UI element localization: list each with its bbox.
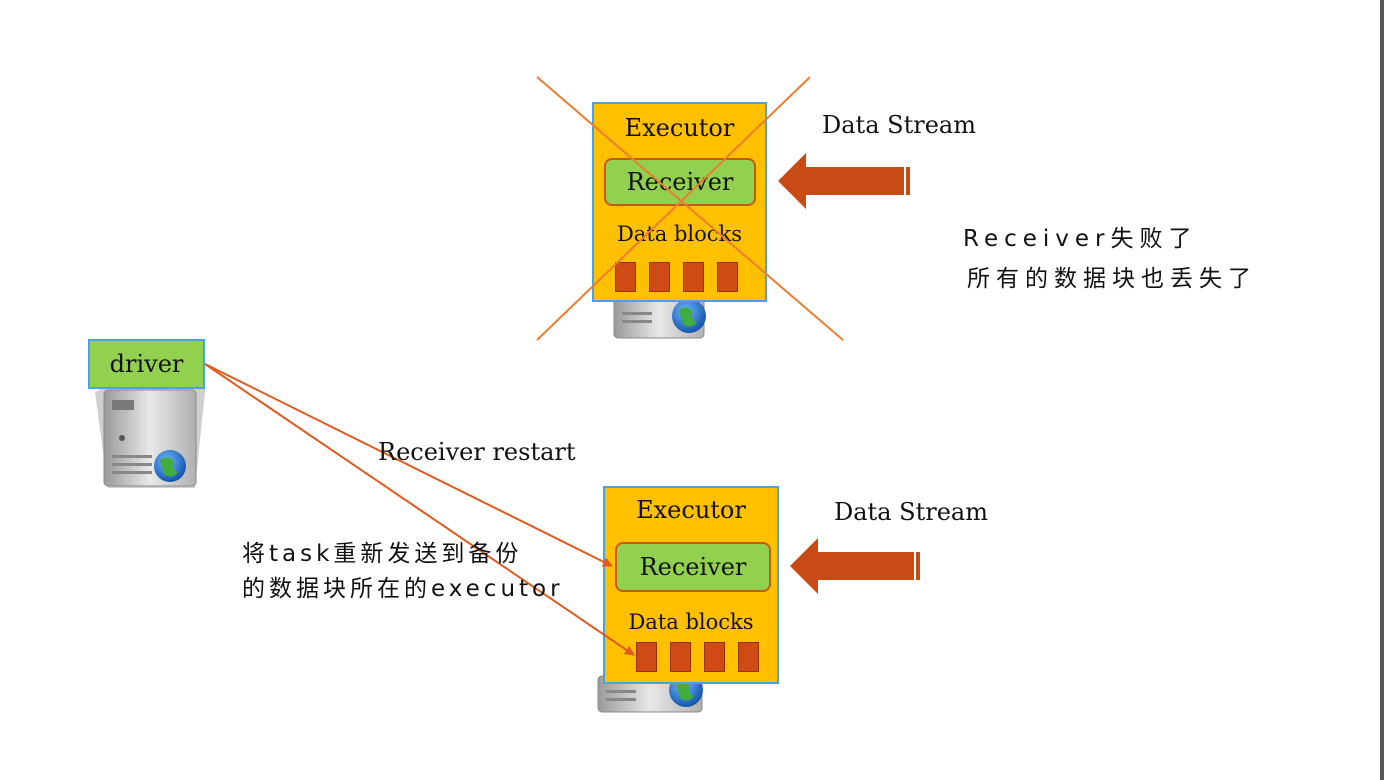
data-block: [683, 262, 704, 292]
bottom-executor-server-icon: [597, 673, 703, 713]
data-block: [649, 262, 670, 292]
restart-arrow: [204, 363, 613, 567]
data-block: [717, 262, 738, 292]
data-block: [636, 642, 657, 672]
data-block: [704, 642, 725, 672]
bottom-data-blocks-label: Data blocks: [628, 610, 754, 634]
failure-cross-line: [536, 76, 811, 341]
bottom-data-stream-label: Data Stream: [834, 498, 988, 526]
data-block: [738, 642, 759, 672]
top-receiver-box: Receiver: [604, 158, 756, 206]
top-executor-title: Executor: [624, 114, 735, 142]
receiver-restart-label: Receiver restart: [378, 438, 576, 466]
bottom-executor-title: Executor: [636, 496, 746, 524]
data-block: [615, 262, 636, 292]
bottom-receiver-box: Receiver: [615, 542, 771, 592]
driver-box: driver: [88, 339, 205, 389]
bottom-data-stream-arrow: [790, 538, 920, 594]
failure-note-line1: Receiver失败了: [963, 226, 1198, 252]
resend-arrow: [204, 363, 635, 656]
resend-note-line2: 的数据块所在的executor: [242, 576, 564, 602]
resend-note-line1: 将task重新发送到备份: [242, 541, 523, 567]
failure-cross-line: [536, 76, 844, 341]
top-data-stream-label: Data Stream: [822, 111, 976, 139]
top-data-stream-arrow: [778, 153, 910, 209]
data-block: [670, 642, 691, 672]
driver-server-icon: [95, 386, 205, 488]
failure-note-line2: 所有的数据块也丢失了: [967, 266, 1257, 292]
slide-edge-divider: [1380, 0, 1384, 780]
